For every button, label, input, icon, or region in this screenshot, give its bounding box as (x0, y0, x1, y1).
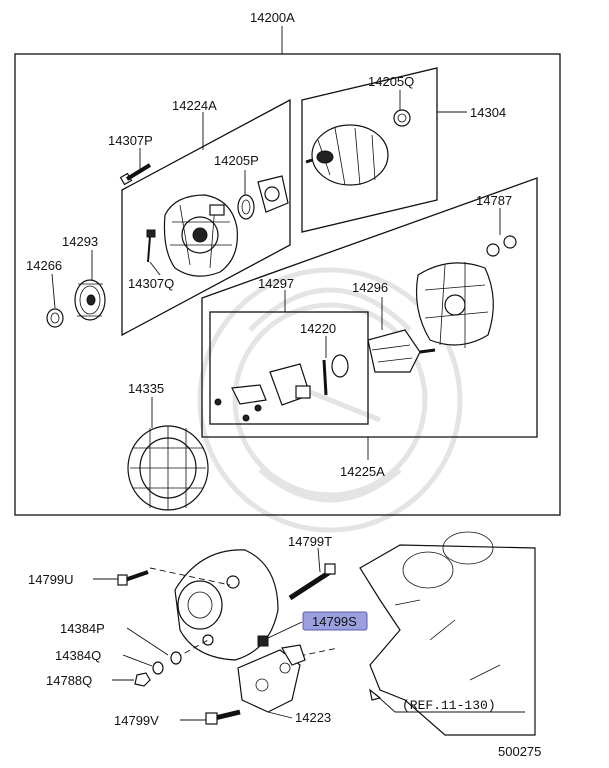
part-14787-bushings[interactable] (486, 208, 517, 257)
part-front-bracket (163, 194, 238, 277)
label-14266[interactable]: 14266 (26, 258, 62, 273)
watermark-emblem (197, 267, 463, 533)
label-14223[interactable]: 14223 (295, 710, 331, 725)
highlight-14799S (302, 611, 368, 631)
label-14799V[interactable]: 14799V (114, 713, 159, 728)
assembly-box-14225A (201, 177, 538, 438)
part-14799T-bolt[interactable] (288, 547, 336, 601)
label-14307Q[interactable]: 14307Q (128, 276, 174, 291)
part-14223-bracket[interactable] (237, 644, 306, 719)
part-14799U-bolt[interactable] (93, 570, 149, 586)
assembly-box-14224A (121, 98, 291, 337)
part-14297-regulator (214, 363, 311, 422)
label-14788Q[interactable]: 14788Q (46, 673, 92, 688)
part-14799V-bolt[interactable] (180, 709, 241, 725)
part-14296-rectifier[interactable] (367, 297, 436, 373)
part-rotor (305, 124, 389, 186)
reference-arrow (369, 688, 525, 713)
part-14220-brush[interactable] (322, 336, 349, 396)
part-14799S-bolt[interactable] (257, 621, 303, 647)
part-14307P-through-bolt[interactable] (119, 148, 152, 186)
label-14293[interactable]: 14293 (62, 234, 98, 249)
part-rear-bracket (415, 262, 494, 348)
assembly-box-14200A (14, 53, 561, 516)
label-14799U[interactable]: 14799U (28, 572, 74, 587)
part-14788Q-nut[interactable] (112, 672, 151, 687)
label-14787[interactable]: 14787 (476, 193, 512, 208)
part-14307Q-screw[interactable] (146, 229, 161, 276)
label-14220[interactable]: 14220 (300, 321, 336, 336)
label-14384P[interactable]: 14384P (60, 621, 105, 636)
label-14297[interactable]: 14297 (258, 276, 294, 291)
label-14304[interactable]: 14304 (470, 105, 506, 120)
assembly-box-14304 (301, 67, 438, 233)
assembly-box-14297 (209, 311, 369, 425)
label-14225A[interactable]: 14225A (340, 464, 385, 479)
part-14384Q-washer[interactable] (122, 654, 164, 675)
label-14384Q[interactable]: 14384Q (55, 648, 101, 663)
label-14799S[interactable]: 14799S (312, 614, 357, 629)
part-14293-pulley[interactable] (74, 250, 106, 321)
reference-link[interactable]: (REF.11-130) (402, 698, 496, 713)
part-14205Q-bearing[interactable] (393, 90, 411, 127)
label-14799T[interactable]: 14799T (288, 534, 332, 549)
label-14200A[interactable]: 14200A (250, 10, 295, 25)
label-14335[interactable]: 14335 (128, 381, 164, 396)
part-engine-block (359, 531, 536, 736)
label-14224A[interactable]: 14224A (172, 98, 217, 113)
part-14205P-bearing[interactable] (237, 170, 289, 220)
part-14384P-washer[interactable] (126, 627, 182, 665)
label-14205Q[interactable]: 14205Q (368, 74, 414, 89)
label-14205P[interactable]: 14205P (214, 153, 259, 168)
label-14307P[interactable]: 14307P (108, 133, 153, 148)
part-14266-nut[interactable] (46, 273, 64, 328)
label-14296[interactable]: 14296 (352, 280, 388, 295)
diagram-code: 500275 (498, 744, 541, 759)
part-14335-stator[interactable] (127, 397, 209, 511)
